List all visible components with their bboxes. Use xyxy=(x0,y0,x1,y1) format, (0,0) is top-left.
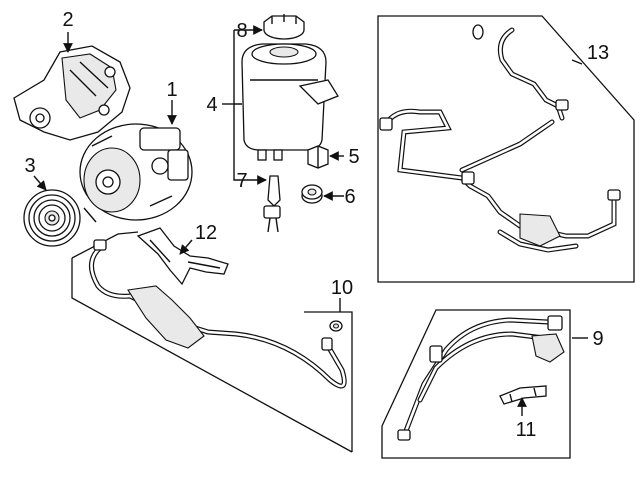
part-13-return-hose-assembly xyxy=(377,15,635,283)
part-2-pump-bracket xyxy=(13,45,131,141)
part-5-nut xyxy=(307,145,329,169)
callout-4: 4 xyxy=(206,94,217,116)
callout-leader-lines xyxy=(33,25,588,416)
part-3-pulley xyxy=(23,189,81,247)
callout-3: 3 xyxy=(24,155,35,177)
callout-12: 12 xyxy=(195,222,217,244)
part-8-reservoir-cap xyxy=(263,14,305,40)
callout-8: 8 xyxy=(236,20,247,42)
part-9-cooler-line-assembly xyxy=(381,309,571,459)
callout-10: 10 xyxy=(331,277,353,299)
part-6-bushing xyxy=(301,184,323,204)
part-4-fluid-reservoir xyxy=(241,43,339,161)
callout-13: 13 xyxy=(587,42,609,64)
part-1-power-steering-pump xyxy=(79,123,193,223)
callout-9: 9 xyxy=(592,328,603,350)
callout-7: 7 xyxy=(236,170,247,192)
part-11-mounting-bracket xyxy=(499,385,547,405)
callout-11: 11 xyxy=(516,419,537,441)
part-10-pressure-hose-assembly xyxy=(71,231,353,453)
callout-1: 1 xyxy=(166,79,177,101)
part-12-heat-shield xyxy=(136,227,229,286)
callout-2: 2 xyxy=(62,9,73,31)
part-7-pressure-switch xyxy=(263,175,281,233)
callout-5: 5 xyxy=(348,146,359,168)
callout-6: 6 xyxy=(344,186,355,208)
